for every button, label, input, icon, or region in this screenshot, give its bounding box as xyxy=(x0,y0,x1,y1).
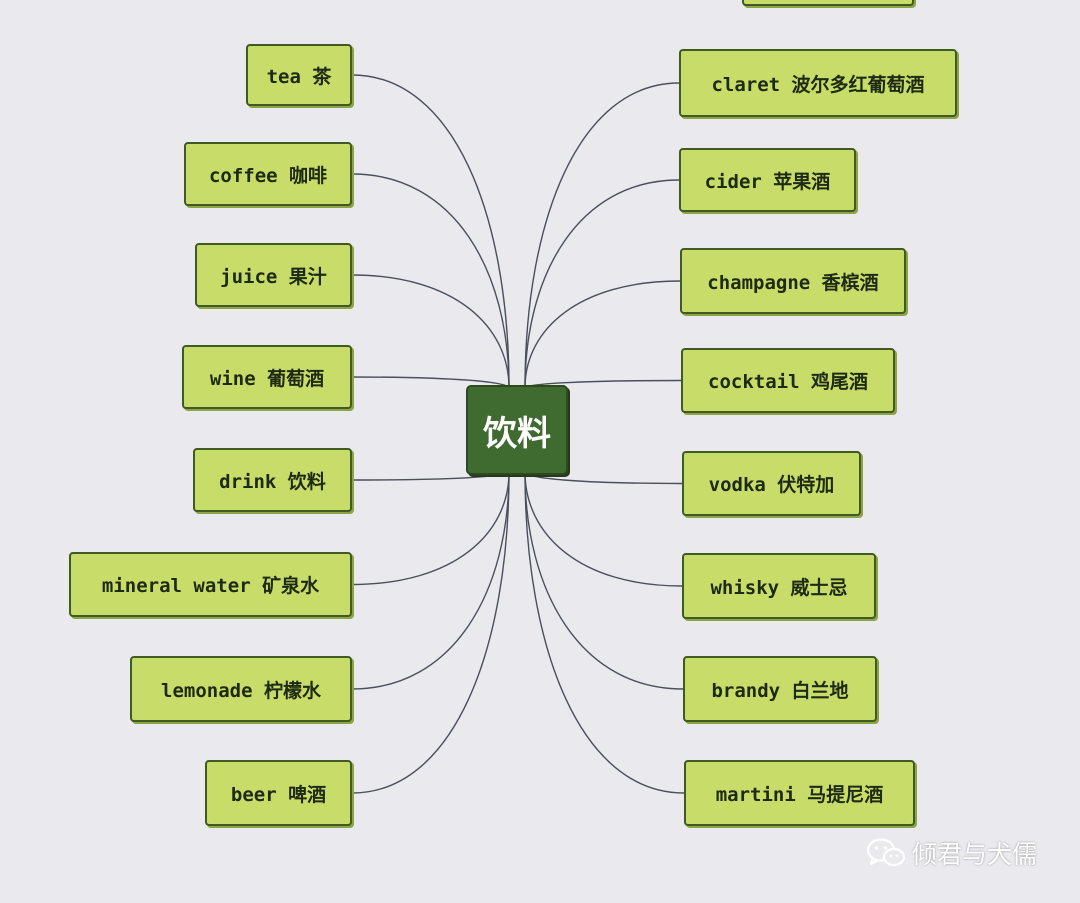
center-label: 饮料 xyxy=(483,413,551,454)
node-label: claret 波尔多红葡萄酒 xyxy=(711,73,925,96)
connector-beer xyxy=(351,471,510,794)
node-lemonade: lemonade 柠檬水 xyxy=(130,656,352,722)
node-coffee: coffee 咖啡 xyxy=(184,142,352,206)
node-wine: wine 葡萄酒 xyxy=(182,345,352,409)
connector-coffee xyxy=(351,173,510,389)
node-label: beer 啤酒 xyxy=(230,783,327,806)
node-label: cocktail 鸡尾酒 xyxy=(708,371,868,393)
node-label: juice 果汁 xyxy=(220,265,327,288)
node-label: champagne 香槟酒 xyxy=(707,271,879,294)
node-label: cider 苹果酒 xyxy=(704,170,831,193)
cropped-node xyxy=(742,0,914,6)
center-node: 饮料 xyxy=(466,385,568,475)
node-label: mineral water 矿泉水 xyxy=(101,575,320,597)
node-label: drink 饮料 xyxy=(219,470,326,493)
node-vodka: vodka 伏特加 xyxy=(682,451,861,516)
node-tea: tea 茶 xyxy=(246,44,352,106)
node-claret: claret 波尔多红葡萄酒 xyxy=(679,49,957,117)
connector-cider xyxy=(524,179,680,389)
watermark: 倾君与犬儒 xyxy=(866,836,1037,870)
connector-mineral-water xyxy=(351,471,510,586)
node-label: wine 葡萄酒 xyxy=(209,367,325,390)
connector-champagne xyxy=(524,280,681,389)
connector-tea xyxy=(351,74,510,389)
node-champagne: champagne 香槟酒 xyxy=(680,248,906,314)
connector-claret xyxy=(524,82,680,389)
node-drink: drink 饮料 xyxy=(193,448,352,512)
watermark-text: 倾君与犬儒 xyxy=(912,840,1038,869)
node-beer: beer 啤酒 xyxy=(205,760,352,826)
wechat-icon xyxy=(866,838,906,867)
node-label: whisky 威士忌 xyxy=(710,576,848,599)
node-label: vodka 伏特加 xyxy=(708,474,835,496)
node-cider: cider 苹果酒 xyxy=(679,148,856,212)
node-label: martini 马提尼酒 xyxy=(715,783,884,806)
connector-brandy xyxy=(524,471,684,690)
node-juice: juice 果汁 xyxy=(195,243,352,307)
node-label: tea 茶 xyxy=(266,65,332,88)
node-cocktail: cocktail 鸡尾酒 xyxy=(681,348,895,413)
connector-juice xyxy=(351,274,510,389)
node-label: coffee 咖啡 xyxy=(208,164,328,187)
node-mineral-water: mineral water 矿泉水 xyxy=(69,552,352,617)
node-label: brandy 白兰地 xyxy=(711,679,849,702)
connector-whisky xyxy=(524,471,683,587)
node-martini: martini 马提尼酒 xyxy=(684,760,915,826)
connector-martini xyxy=(524,471,685,794)
connector-lemonade xyxy=(351,471,510,690)
node-whisky: whisky 威士忌 xyxy=(682,553,876,619)
node-brandy: brandy 白兰地 xyxy=(683,656,877,722)
node-label: lemonade 柠檬水 xyxy=(161,679,321,702)
